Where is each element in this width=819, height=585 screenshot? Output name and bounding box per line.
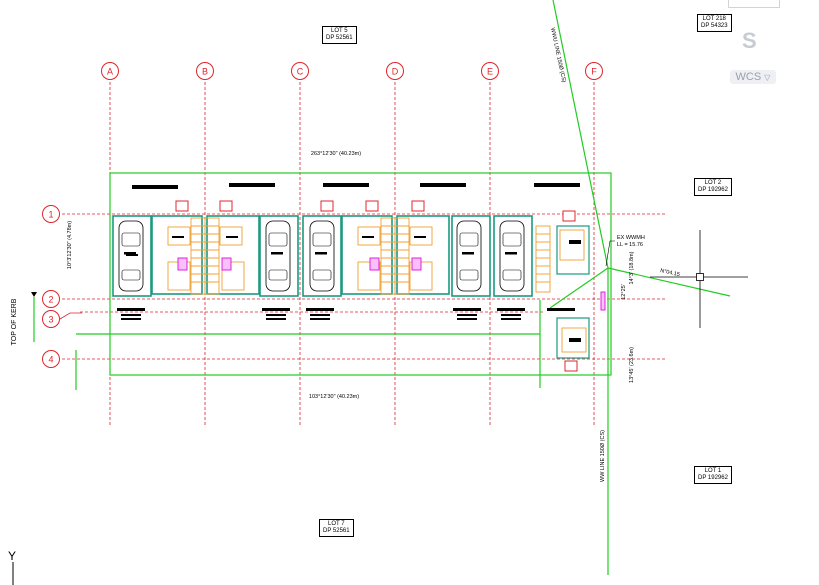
lot218-line2: DP 54323 [701, 23, 728, 29]
grid-bubble-1-label: 1 [48, 210, 53, 220]
ucs-icon: Y [8, 549, 16, 585]
ucs-y-label: Y [8, 549, 16, 563]
lot1-line1: LOT 1 [704, 468, 722, 474]
dim-top: 263°12'30" (40.23m) [311, 151, 361, 157]
bearing-label: N°04.15 [660, 268, 681, 278]
lot2-label: LOT 2 DP 192962 [694, 178, 732, 196]
lot2-line2: DP 192962 [698, 187, 728, 193]
grid-bubble-2[interactable]: 2 [42, 290, 60, 308]
grid-bubble-2-label: 2 [48, 295, 53, 305]
car-3 [309, 220, 335, 292]
teal-inner-walls [556, 225, 590, 359]
lot5-label: LOT 5 DP 52561 [322, 26, 357, 44]
grid-bubble-B-label: B [202, 67, 208, 77]
room-labels [126, 236, 581, 342]
grid-bubble-C-label: C [297, 67, 304, 77]
wcs-label: WCS [735, 71, 762, 83]
grid-bubble-D-label: D [392, 67, 399, 77]
unit-label-bars [132, 183, 580, 189]
grid-bubble-3-label: 3 [48, 315, 53, 325]
car-2 [265, 220, 291, 292]
grid-bubble-1[interactable]: 1 [42, 205, 60, 223]
top-of-kerb-label: TOP OF KERB [11, 298, 18, 345]
chevron-down-icon: ▽ [764, 73, 771, 82]
lot5-line2: DP 52561 [326, 35, 353, 41]
wastewater-lines[interactable] [549, 0, 731, 575]
dim-right-b: 12°25' [621, 284, 627, 300]
manhole-crosshair[interactable] [650, 230, 748, 328]
site-boundary[interactable] [109, 172, 612, 376]
unit-walls [112, 215, 533, 297]
grid-bubble-4[interactable]: 4 [42, 350, 60, 368]
meter-boxes [175, 200, 578, 372]
ex-wwmh-label: EX WWMH [617, 235, 645, 241]
lot7-label: LOT 7 DP 52561 [319, 519, 354, 537]
lot1-line2: DP 192962 [698, 475, 728, 481]
grid-bubble-E[interactable]: E [481, 62, 499, 80]
dim-right-a: 14°3' (18.8m) [629, 251, 635, 284]
wcs-dropdown[interactable]: WCS ▽ [730, 70, 776, 84]
grid-bubble-3[interactable]: 3 [42, 310, 60, 328]
kerb-lines [33, 297, 541, 390]
car-4 [456, 220, 482, 292]
grid-bubble-A[interactable]: A [101, 62, 119, 80]
car-5 [499, 220, 525, 292]
south-compass-icon[interactable]: S [742, 28, 757, 53]
row3-leader [59, 312, 82, 320]
dim-left: 10°3'12'30" (4.78m) [67, 221, 73, 269]
grid-bubble-4-label: 4 [48, 355, 53, 365]
parking-labels [117, 308, 575, 320]
dim-right-c: 13°45' (23.6m) [629, 347, 635, 383]
grid-bubble-C[interactable]: C [291, 62, 309, 80]
kerb-marker [31, 292, 37, 297]
grid-bubble-F-label: F [591, 67, 597, 77]
ex-wwmh-callout[interactable]: EX WWMH LL = 15.76 [605, 235, 645, 267]
lot7-line2: DP 52561 [323, 528, 350, 534]
ll-label: LL = 15.76 [617, 242, 643, 248]
grid-bubble-A-label: A [107, 67, 113, 77]
dim-bottom: 103°12'30" (40.23m) [309, 394, 359, 400]
lot218-line1: LOT 218 [702, 16, 726, 22]
lot218-label: LOT 218 DP 54323 [697, 14, 732, 32]
grid-bubble-F[interactable]: F [585, 62, 603, 80]
lot7-line1: LOT 7 [328, 521, 345, 527]
viewcube-frame[interactable] [728, 0, 780, 8]
grid-bubble-E-label: E [487, 67, 493, 77]
lot5-line1: LOT 5 [331, 28, 348, 34]
ww-line-bottom-label: WW LINE 150Ø (CS) [600, 430, 606, 482]
lot1-label: LOT 1 DP 192962 [694, 466, 732, 484]
magenta-fixtures [177, 257, 606, 311]
grid-bubble-B[interactable]: B [196, 62, 214, 80]
lot2-line1: LOT 2 [704, 180, 722, 186]
grid-bubble-D[interactable]: D [386, 62, 404, 80]
